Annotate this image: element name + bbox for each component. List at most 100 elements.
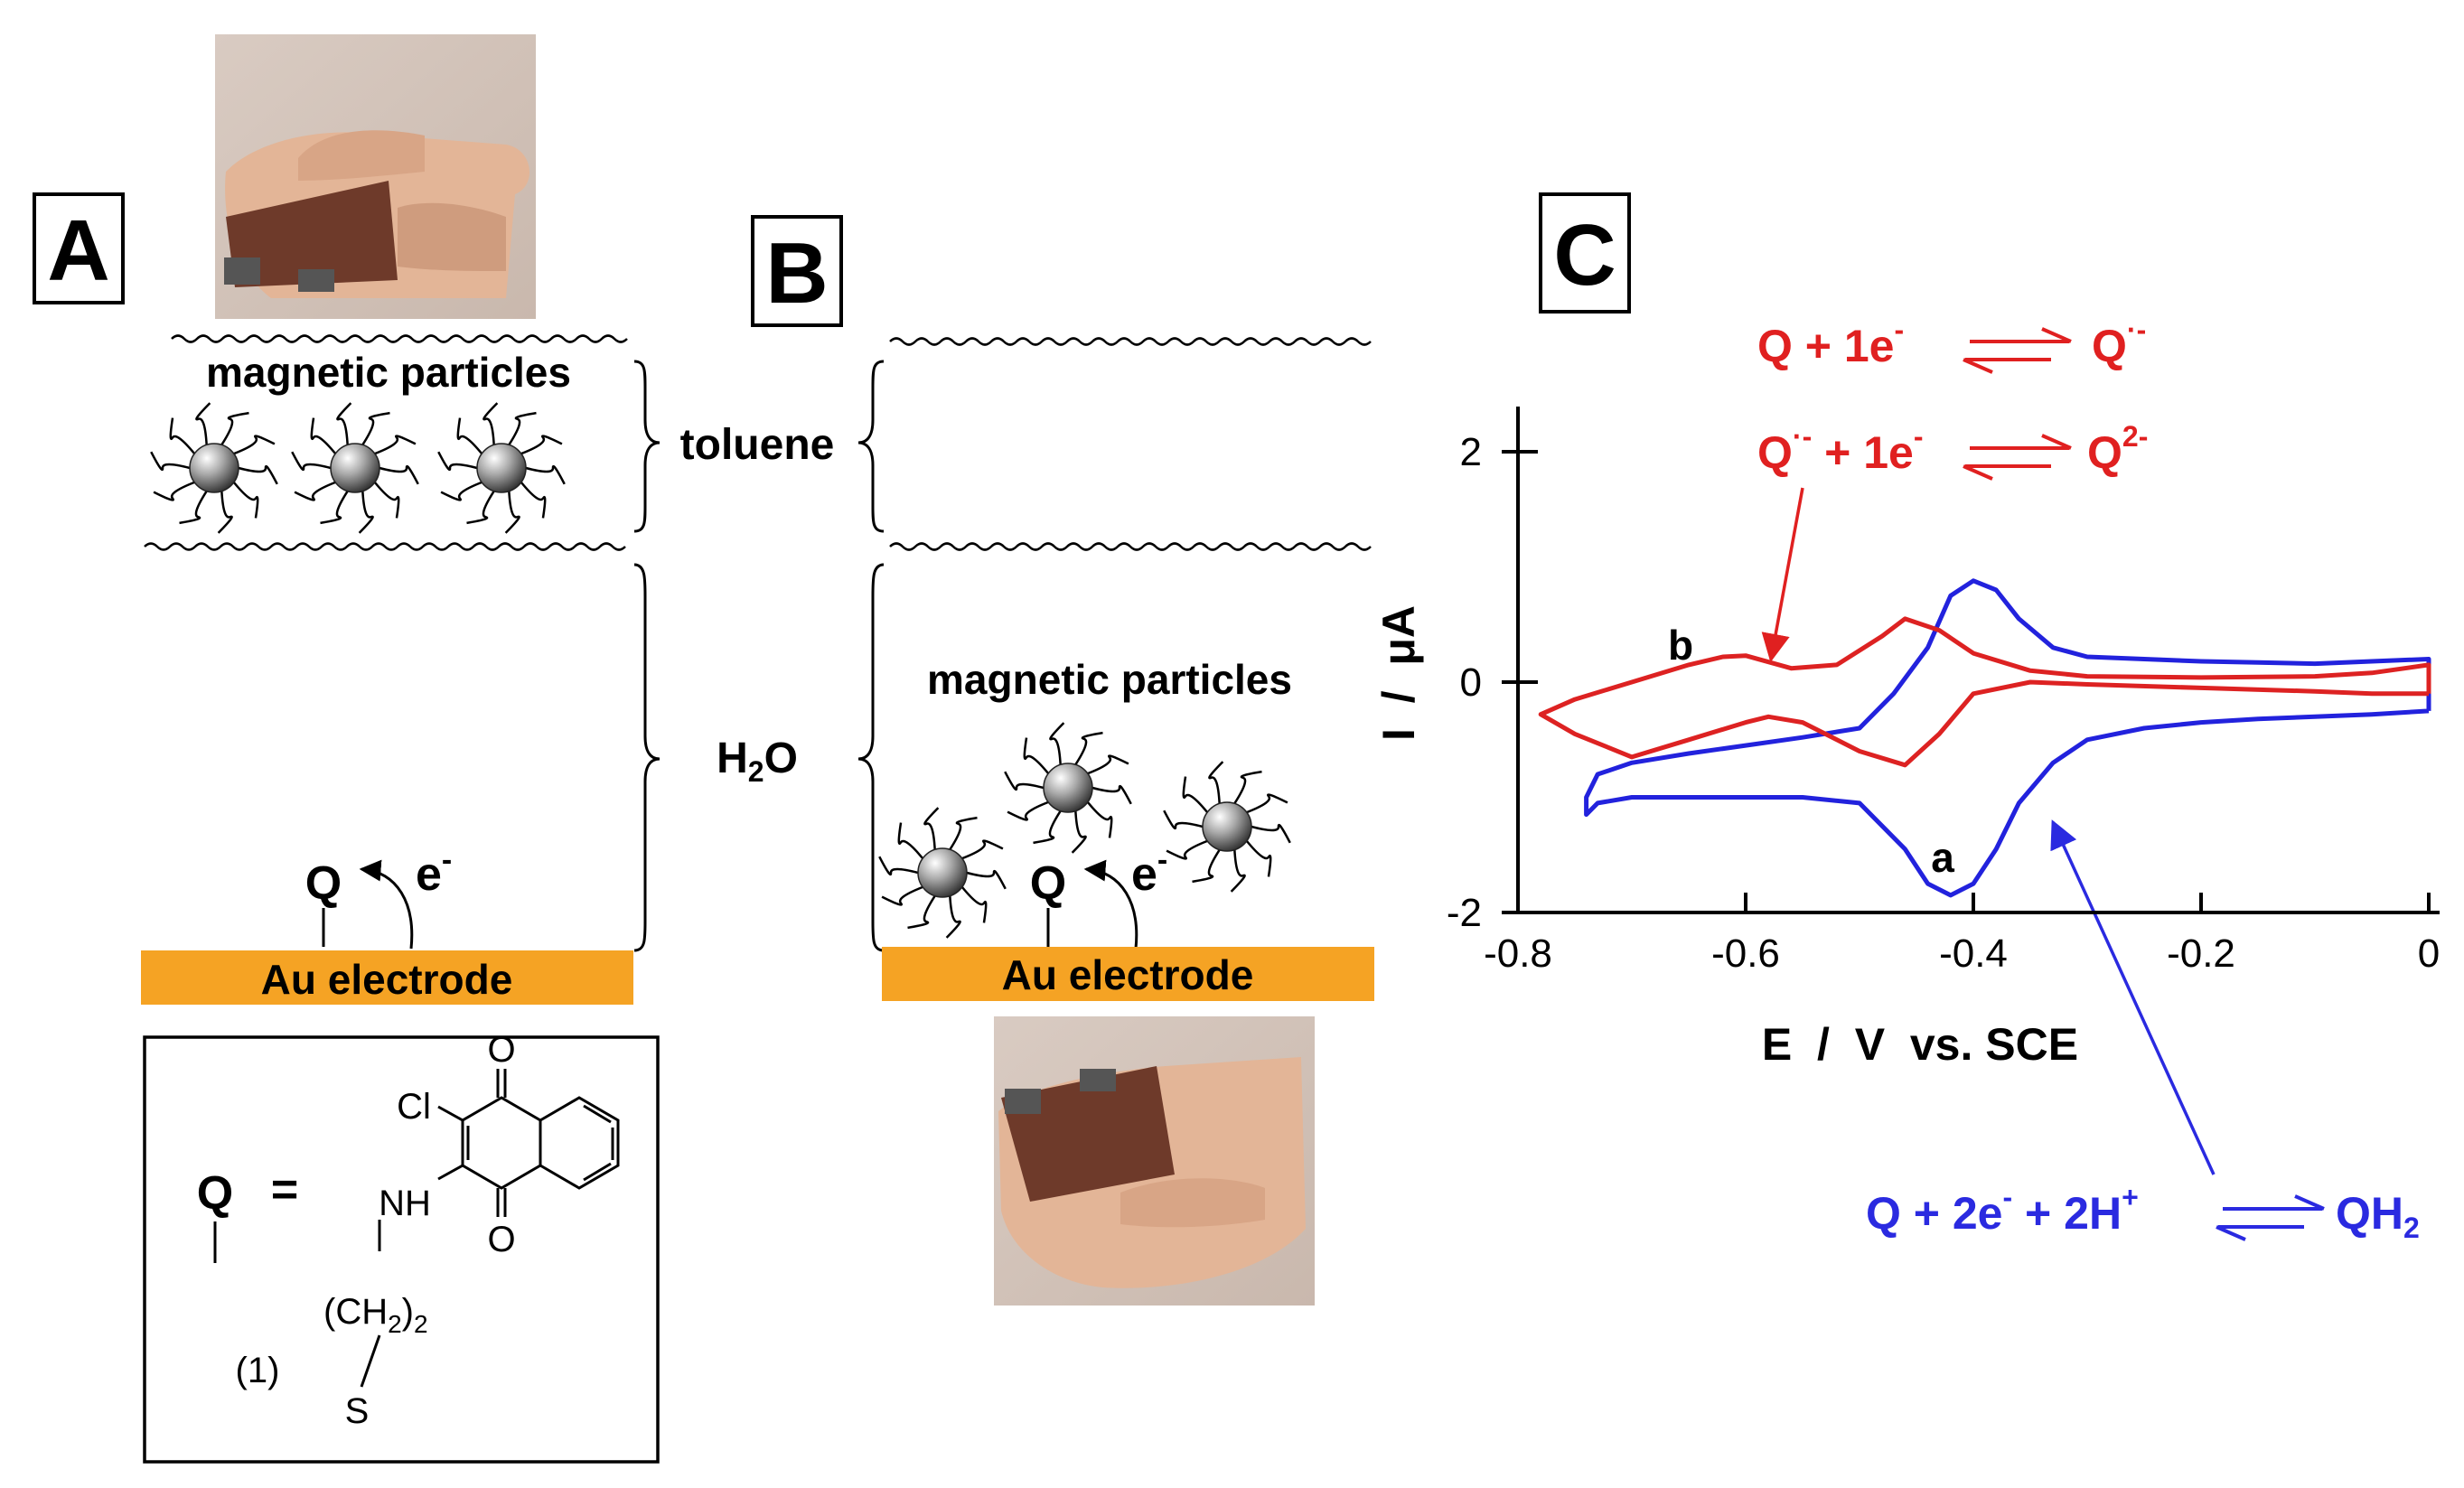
ligand-tail [960, 886, 988, 923]
toluene-label: toluene [680, 421, 835, 469]
ligand-tail [437, 451, 478, 472]
ligand-tail [1208, 761, 1224, 804]
ligand-tail [923, 807, 940, 850]
water-brace-a [633, 563, 661, 952]
red-pointer-arrow [1761, 487, 1804, 663]
x-tick-label: -0.2 [2167, 931, 2235, 976]
ligand-tail [217, 491, 233, 534]
panel-a-label-box [33, 192, 125, 304]
x-tick-label: 0 [2418, 931, 2440, 976]
ligand-tail [1230, 849, 1246, 893]
ligand-tail [520, 435, 563, 455]
particle-core [330, 443, 380, 493]
ligand-tail [1233, 770, 1262, 804]
structure-equals: = [271, 1164, 298, 1216]
ligand-tail [456, 417, 483, 454]
magnetic-particle [437, 402, 566, 534]
ligand-tail [966, 869, 1007, 890]
panel-a-label: A [47, 202, 109, 299]
x-tick-label: -0.6 [1711, 931, 1780, 976]
panel-b-water-interface [889, 542, 1372, 551]
panel-c-label: C [1553, 207, 1616, 304]
ligand-tail [897, 822, 924, 859]
ligand-tail [961, 839, 1004, 860]
svg-text:Q2-: Q2- [2087, 420, 2148, 478]
reaction-3: Q + 2e- + 2H+ QH2 [1866, 1181, 2420, 1244]
x-axis-label: E / V vs. SCE [1762, 1019, 2078, 1070]
panel-b-top-interface [889, 337, 1372, 346]
ligand-tail [525, 464, 566, 485]
toluene-water-interface [144, 542, 626, 551]
panel-b: B magnetic particles Q e- Au electrode [751, 215, 1374, 1306]
series-layer [1538, 578, 2431, 898]
ligand-tail [907, 895, 936, 930]
panel-c-label-box [1539, 192, 1631, 314]
panel-a-electron-label: e- [416, 843, 452, 901]
magnetic-particle [150, 402, 278, 534]
y-tick-label: 2 [1460, 430, 1482, 474]
cv-curve-a [1584, 578, 2431, 898]
panel-a: A magnetic particles toluene H2O Q e- Au… [33, 34, 835, 1005]
panel-b-electrode [882, 947, 1374, 1001]
ligand-tail [169, 417, 196, 454]
panel-b-particles-label: magnetic particles [927, 656, 1292, 703]
ligand-tail [195, 402, 211, 445]
ligand-tail [220, 411, 249, 445]
x-tick-label: -0.8 [1484, 931, 1552, 976]
ligand-tail [1023, 737, 1050, 774]
compound-number: (1) [236, 1351, 280, 1390]
ligand-tail [336, 402, 352, 445]
ligand-tail [1071, 810, 1087, 854]
y-tick-label: 0 [1460, 660, 1482, 705]
ligand-tail [233, 435, 276, 455]
panel-a-q-label: Q [305, 857, 342, 910]
structure-o-bottom: O [487, 1220, 515, 1259]
ligand-tail [508, 411, 537, 445]
ligand-tail [945, 895, 961, 939]
structure-nh: NH [379, 1184, 431, 1223]
y-tick-label: -2 [1447, 891, 1482, 935]
ligand-tail [310, 417, 337, 454]
ligand-tail [504, 491, 520, 534]
particle-core [1202, 801, 1252, 852]
panel-a-electrode [141, 950, 633, 1005]
naphthoquinone-skeleton [360, 1069, 620, 1388]
panel-b-label-box [751, 215, 843, 327]
ligand-tail [949, 816, 978, 850]
reaction-2: Q·- + 1e- Q2- [1757, 420, 2148, 481]
structure-box: Q = O Cl NH O ( [143, 1030, 660, 1464]
ligand-tail [1033, 810, 1062, 845]
svg-text:Q·-: Q·- [2092, 314, 2146, 371]
y-axis-label: I / μA [1373, 605, 1424, 741]
magnetic-particle [878, 807, 1007, 939]
panel-a-electrode-label: Au electrode [261, 956, 513, 1003]
y-ticks: -2 0 2 [1447, 430, 1538, 935]
ligand-tail [358, 491, 374, 534]
equilibrium-arrows-3 [2216, 1194, 2325, 1241]
equilibrium-arrows-1 [1963, 327, 2072, 374]
ligand-tail [1163, 810, 1204, 830]
svg-text:Q + 2e- + 2H+: Q + 2e- + 2H+ [1866, 1181, 2139, 1239]
particle-group-a [150, 402, 566, 534]
ligand-tail [150, 451, 191, 472]
panel-b-electron-arrow [1083, 859, 1138, 950]
ligand-tail [294, 481, 336, 501]
ligand-tail [153, 481, 195, 501]
ligand-tail [881, 885, 923, 906]
ligand-tail [878, 856, 919, 876]
ligand-tail [466, 491, 495, 525]
magnetic-particle [1004, 722, 1132, 854]
ligand-tail [179, 491, 208, 525]
panel-c: C Q + 1e- Q·- Q·- + 1e- Q2- [1373, 192, 2440, 1244]
reaction-1: Q + 1e- Q·- [1757, 314, 2146, 374]
panel-b-q-label: Q [1030, 857, 1066, 910]
ligand-tail [1192, 849, 1221, 884]
ligand-tail [1246, 793, 1288, 814]
particle-core [189, 443, 239, 493]
structure-s: S [345, 1391, 370, 1431]
panel-a-particles-label: magnetic particles [206, 349, 571, 396]
ligand-tail [374, 435, 417, 455]
equilibrium-arrows-2 [1963, 434, 2072, 481]
structure-o-top: O [487, 1030, 515, 1070]
